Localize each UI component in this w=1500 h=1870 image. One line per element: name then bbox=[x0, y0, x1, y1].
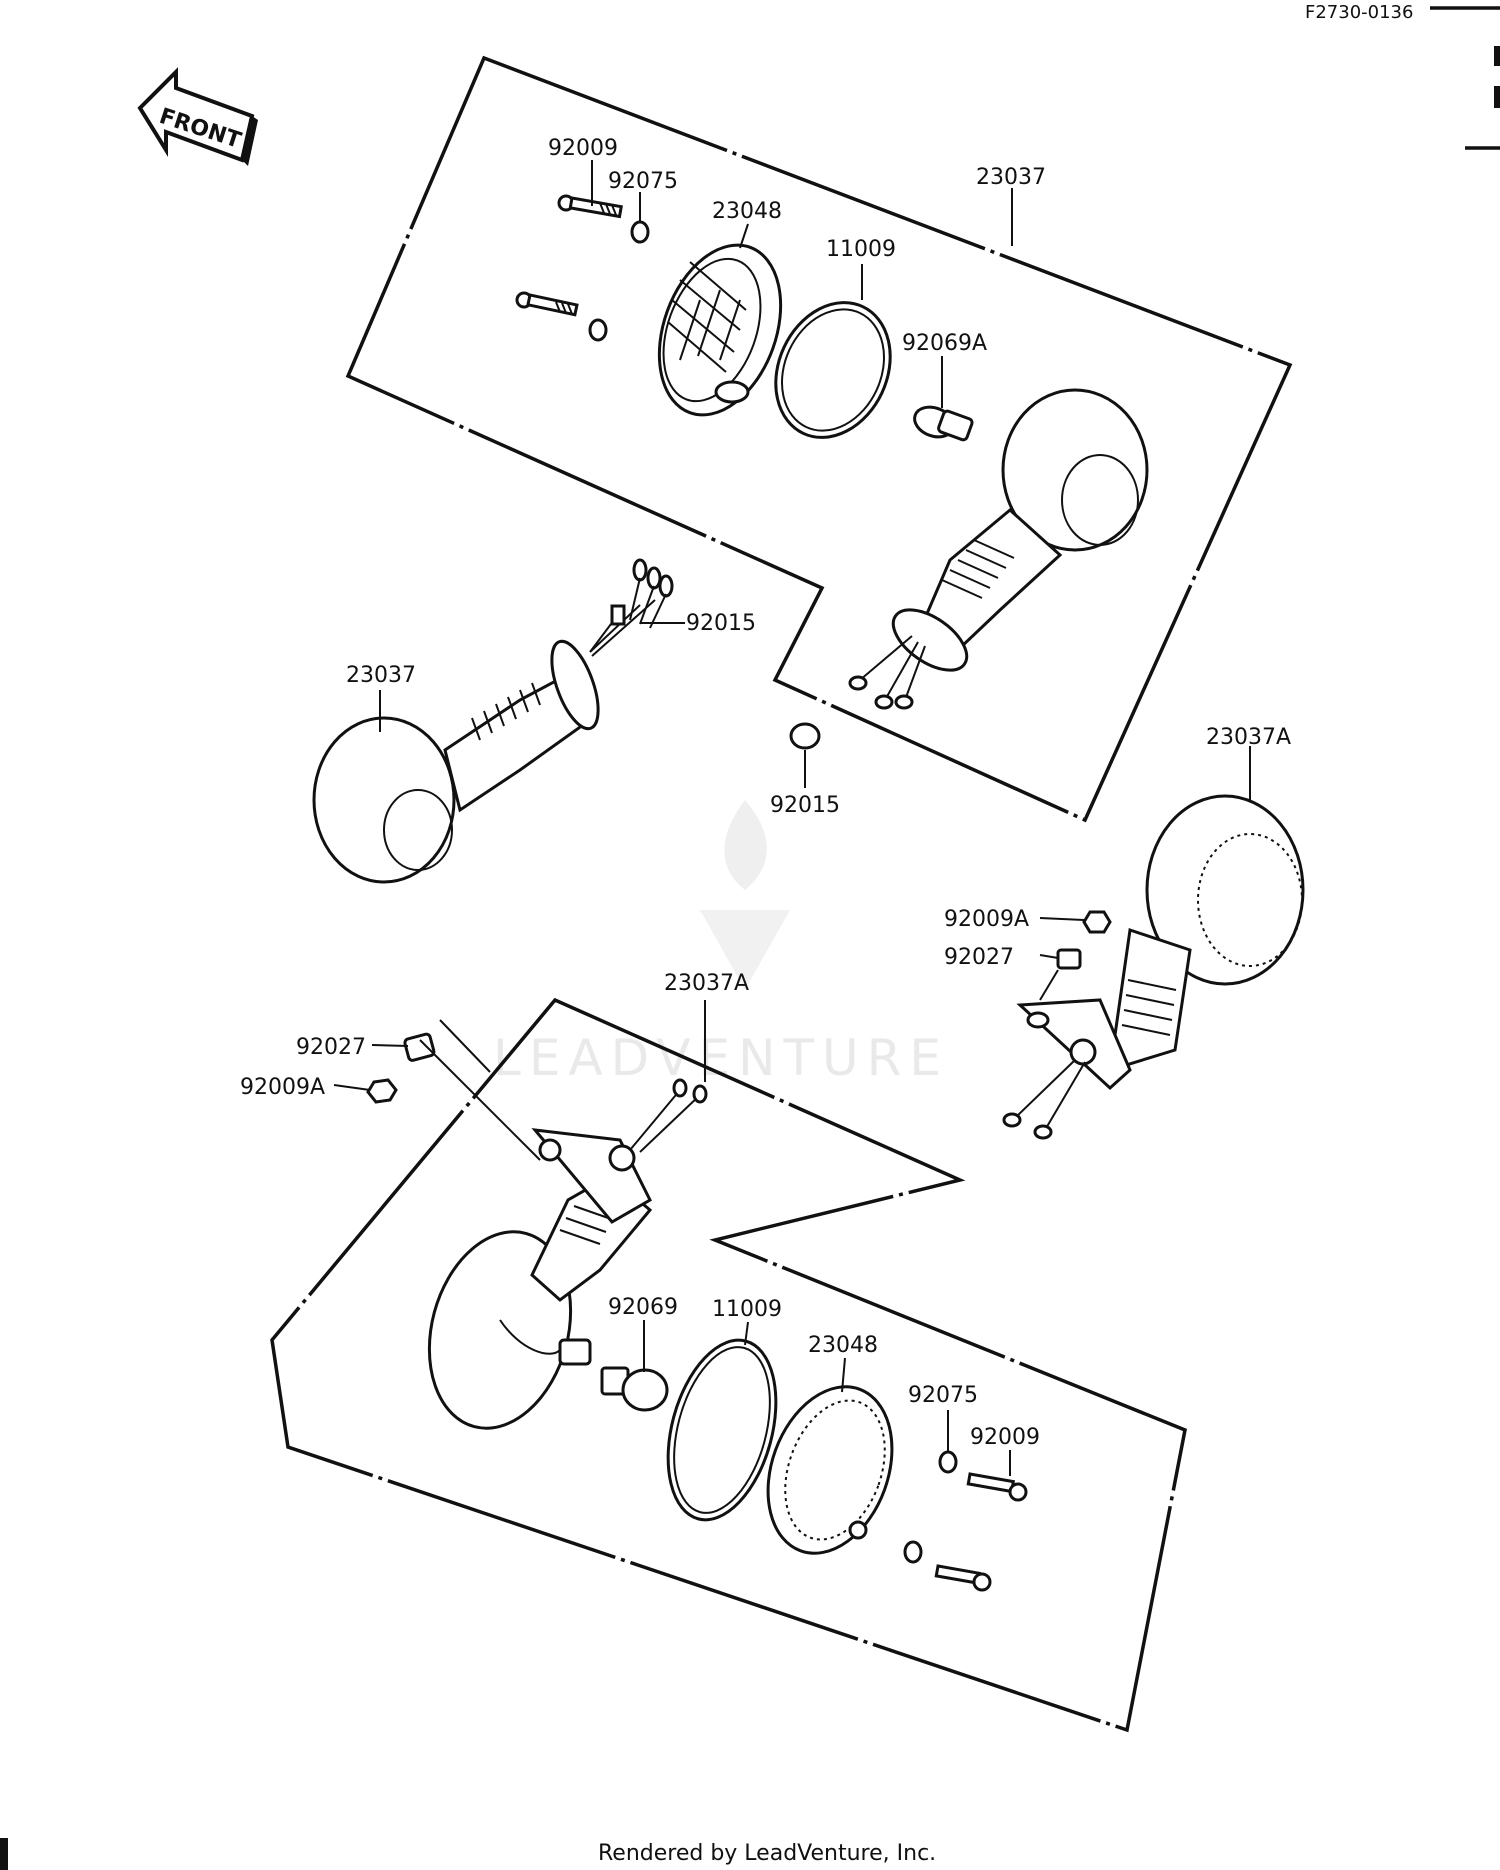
screw-92009-lower-b bbox=[934, 1564, 992, 1592]
nut-92027-right bbox=[1056, 948, 1082, 970]
callout-23037-left: 23037 bbox=[346, 663, 416, 688]
nut-92027-lower bbox=[403, 1032, 436, 1062]
gasket-11009-upper bbox=[774, 301, 892, 439]
callout-92027-right: 92027 bbox=[944, 945, 1014, 970]
lens-23048-upper bbox=[657, 243, 783, 417]
watermark-logo: LEADVENTURE bbox=[493, 800, 949, 1087]
screw-92009-lower-a bbox=[966, 1472, 1028, 1502]
callout-11009-upper: 11009 bbox=[826, 237, 896, 262]
callout-92009-lower: 92009 bbox=[970, 1425, 1040, 1450]
callout-92069A: 92069A bbox=[902, 331, 987, 356]
turn-signal-23037-upper bbox=[848, 388, 1149, 710]
lens-23048-lower bbox=[766, 1385, 894, 1555]
callout-92015-left: 92015 bbox=[686, 611, 756, 636]
callout-92009A-right: 92009A bbox=[944, 907, 1029, 932]
callout-92075-lower: 92075 bbox=[908, 1383, 978, 1408]
bulb-92069A bbox=[913, 405, 974, 442]
lower-assembly-boundary bbox=[270, 997, 1187, 1733]
diagram-reference-number: F2730-0136 bbox=[1305, 2, 1413, 23]
callout-23037A-right: 23037A bbox=[1206, 725, 1291, 750]
callout-92027-lower: 92027 bbox=[296, 1035, 366, 1060]
screw-92009-upper-a bbox=[557, 194, 623, 219]
callout-92075-upper: 92075 bbox=[608, 169, 678, 194]
callout-92009-upper: 92009 bbox=[548, 136, 618, 161]
callout-11009-lower: 11009 bbox=[712, 1297, 782, 1322]
edge-marks bbox=[0, 6, 1500, 1870]
front-arrow-icon: FRONT bbox=[137, 67, 258, 166]
leader-lines bbox=[333, 160, 1251, 1476]
turn-signal-23037A-lower bbox=[427, 1078, 708, 1430]
turn-signal-23037-left bbox=[312, 558, 674, 884]
footer-rendered-by: Rendered by LeadVenture, Inc. bbox=[598, 1841, 936, 1866]
watermark-text: LEADVENTURE bbox=[493, 1029, 949, 1087]
callout-23037A-lower: 23037A bbox=[664, 971, 749, 996]
callout-23048-lower: 23048 bbox=[808, 1333, 878, 1358]
callout-92015-middle: 92015 bbox=[770, 793, 840, 818]
screw-92009-upper-b bbox=[515, 291, 579, 317]
washer-92075-upper-a bbox=[630, 220, 650, 244]
turn-signal-23037A-right bbox=[1002, 794, 1305, 1140]
washer-92075-lower-a bbox=[938, 1450, 958, 1474]
callout-92009A-lower: 92009A bbox=[240, 1075, 325, 1100]
callout-92069: 92069 bbox=[608, 1295, 678, 1320]
washer-92075-upper-b bbox=[588, 318, 608, 342]
washer-92075-lower-b bbox=[903, 1540, 923, 1564]
bolt-92009A-right bbox=[1082, 910, 1112, 934]
upper-assembly-boundary bbox=[345, 55, 1293, 823]
callout-23048-upper: 23048 bbox=[712, 199, 782, 224]
grommet-92015 bbox=[789, 722, 821, 750]
bulb-92069 bbox=[600, 1366, 669, 1412]
bolt-92009A-lower bbox=[366, 1078, 398, 1104]
callout-23037-upper: 23037 bbox=[976, 165, 1046, 190]
